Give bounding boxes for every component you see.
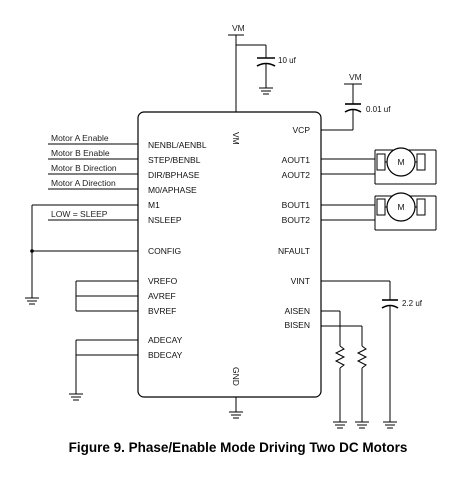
chip-pin-aout1: AOUT1 [282,155,311,165]
chip-pin-aisen: AISEN [284,306,310,316]
vm-cap-label: 10 uf [278,56,297,65]
vm-supply-main: VM 10 uf [228,23,297,112]
chip-pin-vcp: VCP [293,125,311,135]
chip-pin-aout2: AOUT2 [282,170,311,180]
figure-caption: Figure 9. Phase/Enable Mode Driving Two … [69,440,408,455]
chip-pin-step: STEP/BENBL [148,155,201,165]
input-low-sleep: LOW = SLEEP [51,209,108,219]
vint-cap-label: 2.2 uf [402,299,423,308]
bisen-resistor-net [321,325,369,429]
input-motor-b-direction: Motor B Direction [51,163,117,173]
input-motor-b-enable: Motor B Enable [51,148,110,158]
chip-pin-adecay: ADECAY [148,335,183,345]
chip-pin-bdecay: BDECAY [148,350,183,360]
m1-config-ground-net [25,204,138,305]
vm-vcp-label: VM [349,72,362,82]
input-motor-a-enable: Motor A Enable [51,133,109,143]
chip-pin-vint: VINT [291,276,310,286]
motor-b-label: M [397,202,404,212]
gnd-chip [229,397,243,419]
chip-pin-vm: VM [231,132,241,145]
motor-a-wiring [321,149,437,185]
chip-pin-config: CONFIG [148,246,181,256]
vcp-cap-label: 0.01 uf [366,105,391,114]
driver-chip [137,111,322,398]
chip-pin-m1: M1 [148,200,160,210]
motor-b: M [386,192,416,222]
chip-pin-avref: AVREF [148,291,176,301]
chip-pin-bvref: BVREF [148,306,176,316]
vcp-cap-net: VM 0.01 uf [321,72,391,131]
vm-main-label: VM [232,23,245,33]
chip-pin-dir: DIR/BPHASE [148,170,200,180]
aisen-resistor-net [321,310,347,429]
chip-pin-bout1: BOUT1 [282,200,311,210]
chip-pin-m0: M0/APHASE [148,185,197,195]
chip-pin-gnd: GND [231,367,241,386]
chip-pin-nsleep: NSLEEP [148,215,182,225]
decay-ground-net [69,339,138,401]
input-motor-a-direction: Motor A Direction [51,178,116,188]
chip-pin-bout2: BOUT2 [282,215,311,225]
chip-pin-nenbl: NENBL/AENBL [148,140,207,150]
chip-pin-nfault: NFAULT [278,246,310,256]
motor-b-wiring [321,195,437,231]
motor-a: M [386,147,416,177]
motor-a-label: M [397,157,404,167]
chip-pin-vrefo: VREFO [148,276,178,286]
chip-pin-bisen: BISEN [284,320,310,330]
input-lines [48,143,138,221]
vref-tie-net [75,280,138,312]
vint-cap-net: 2.2 uf [321,280,423,429]
